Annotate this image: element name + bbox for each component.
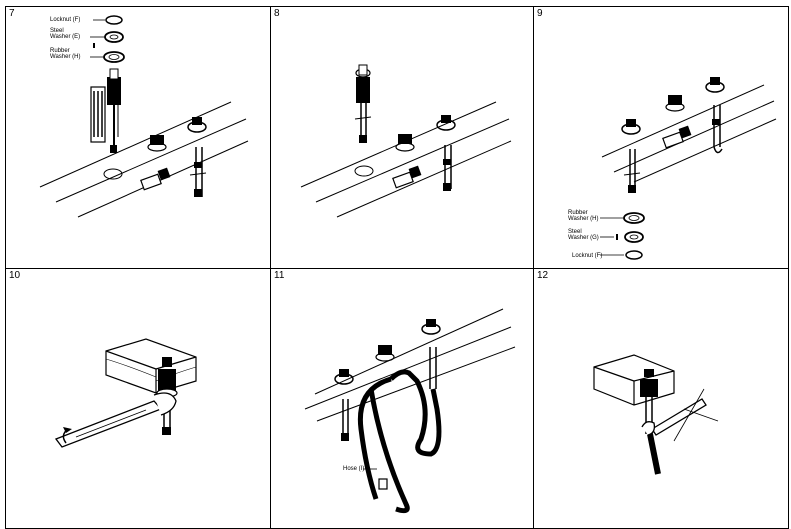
rubber-washer-part: [103, 51, 125, 63]
rubber-washer-part: [623, 212, 645, 224]
step-panel-10: 10: [5, 268, 271, 529]
step-number: 12: [537, 270, 549, 281]
mounting-hole: [103, 168, 123, 180]
steel-washer-part: [104, 31, 124, 43]
callout-steel-washer-line1: Steel: [50, 28, 64, 34]
step-10-illustration: [54, 338, 197, 448]
step-number: 11: [274, 270, 285, 281]
steel-washer-part: [624, 231, 644, 243]
step-panel-8: 8: [270, 6, 534, 269]
step-panel-7: 7 Locknut (F) Steel Washer (E) Rubber Wa…: [5, 6, 271, 269]
step-number: 10: [9, 270, 21, 281]
wrench: [651, 398, 707, 436]
callout-steel-washer-line1: Steel: [568, 229, 582, 235]
hose: [647, 433, 661, 475]
step-panel-12: 12: [533, 268, 789, 529]
callout-rubber-washer-line1: Rubber: [568, 210, 588, 216]
callout-hose: Hose (I): [343, 466, 365, 472]
callout-steel-washer-line2: Washer (E): [50, 34, 81, 40]
callout-rubber-washer-line2: Washer (H): [50, 54, 81, 60]
callout-locknut: Locknut (F): [572, 253, 603, 259]
wrench: [54, 400, 163, 448]
mounting-hole: [354, 165, 374, 177]
step-11-illustration: [304, 308, 516, 514]
step-panel-11: 11 Hose (I): [270, 268, 534, 529]
step-8-illustration: [300, 64, 512, 218]
valve-body: [356, 77, 370, 103]
step-12-illustration: [593, 354, 719, 475]
locknut-part: [105, 15, 123, 25]
callout-rubber-washer-line1: Rubber: [50, 48, 70, 54]
step-number: 8: [274, 8, 280, 19]
step-7-illustration: [39, 15, 249, 218]
locknut-part: [625, 250, 643, 260]
callout-steel-washer-line2: Washer (G): [568, 235, 599, 241]
hose: [389, 369, 442, 457]
step-panel-9: 9 Rubber Washer (H) Steel Washer (G) Loc…: [533, 6, 789, 269]
step-9-illustration: [600, 77, 777, 260]
callout-locknut: Locknut (F): [50, 17, 81, 23]
callout-rubber-washer-line2: Washer (H): [568, 216, 599, 222]
valve-body: [107, 77, 121, 105]
step-number: 7: [9, 8, 15, 19]
step-number: 9: [537, 8, 543, 19]
